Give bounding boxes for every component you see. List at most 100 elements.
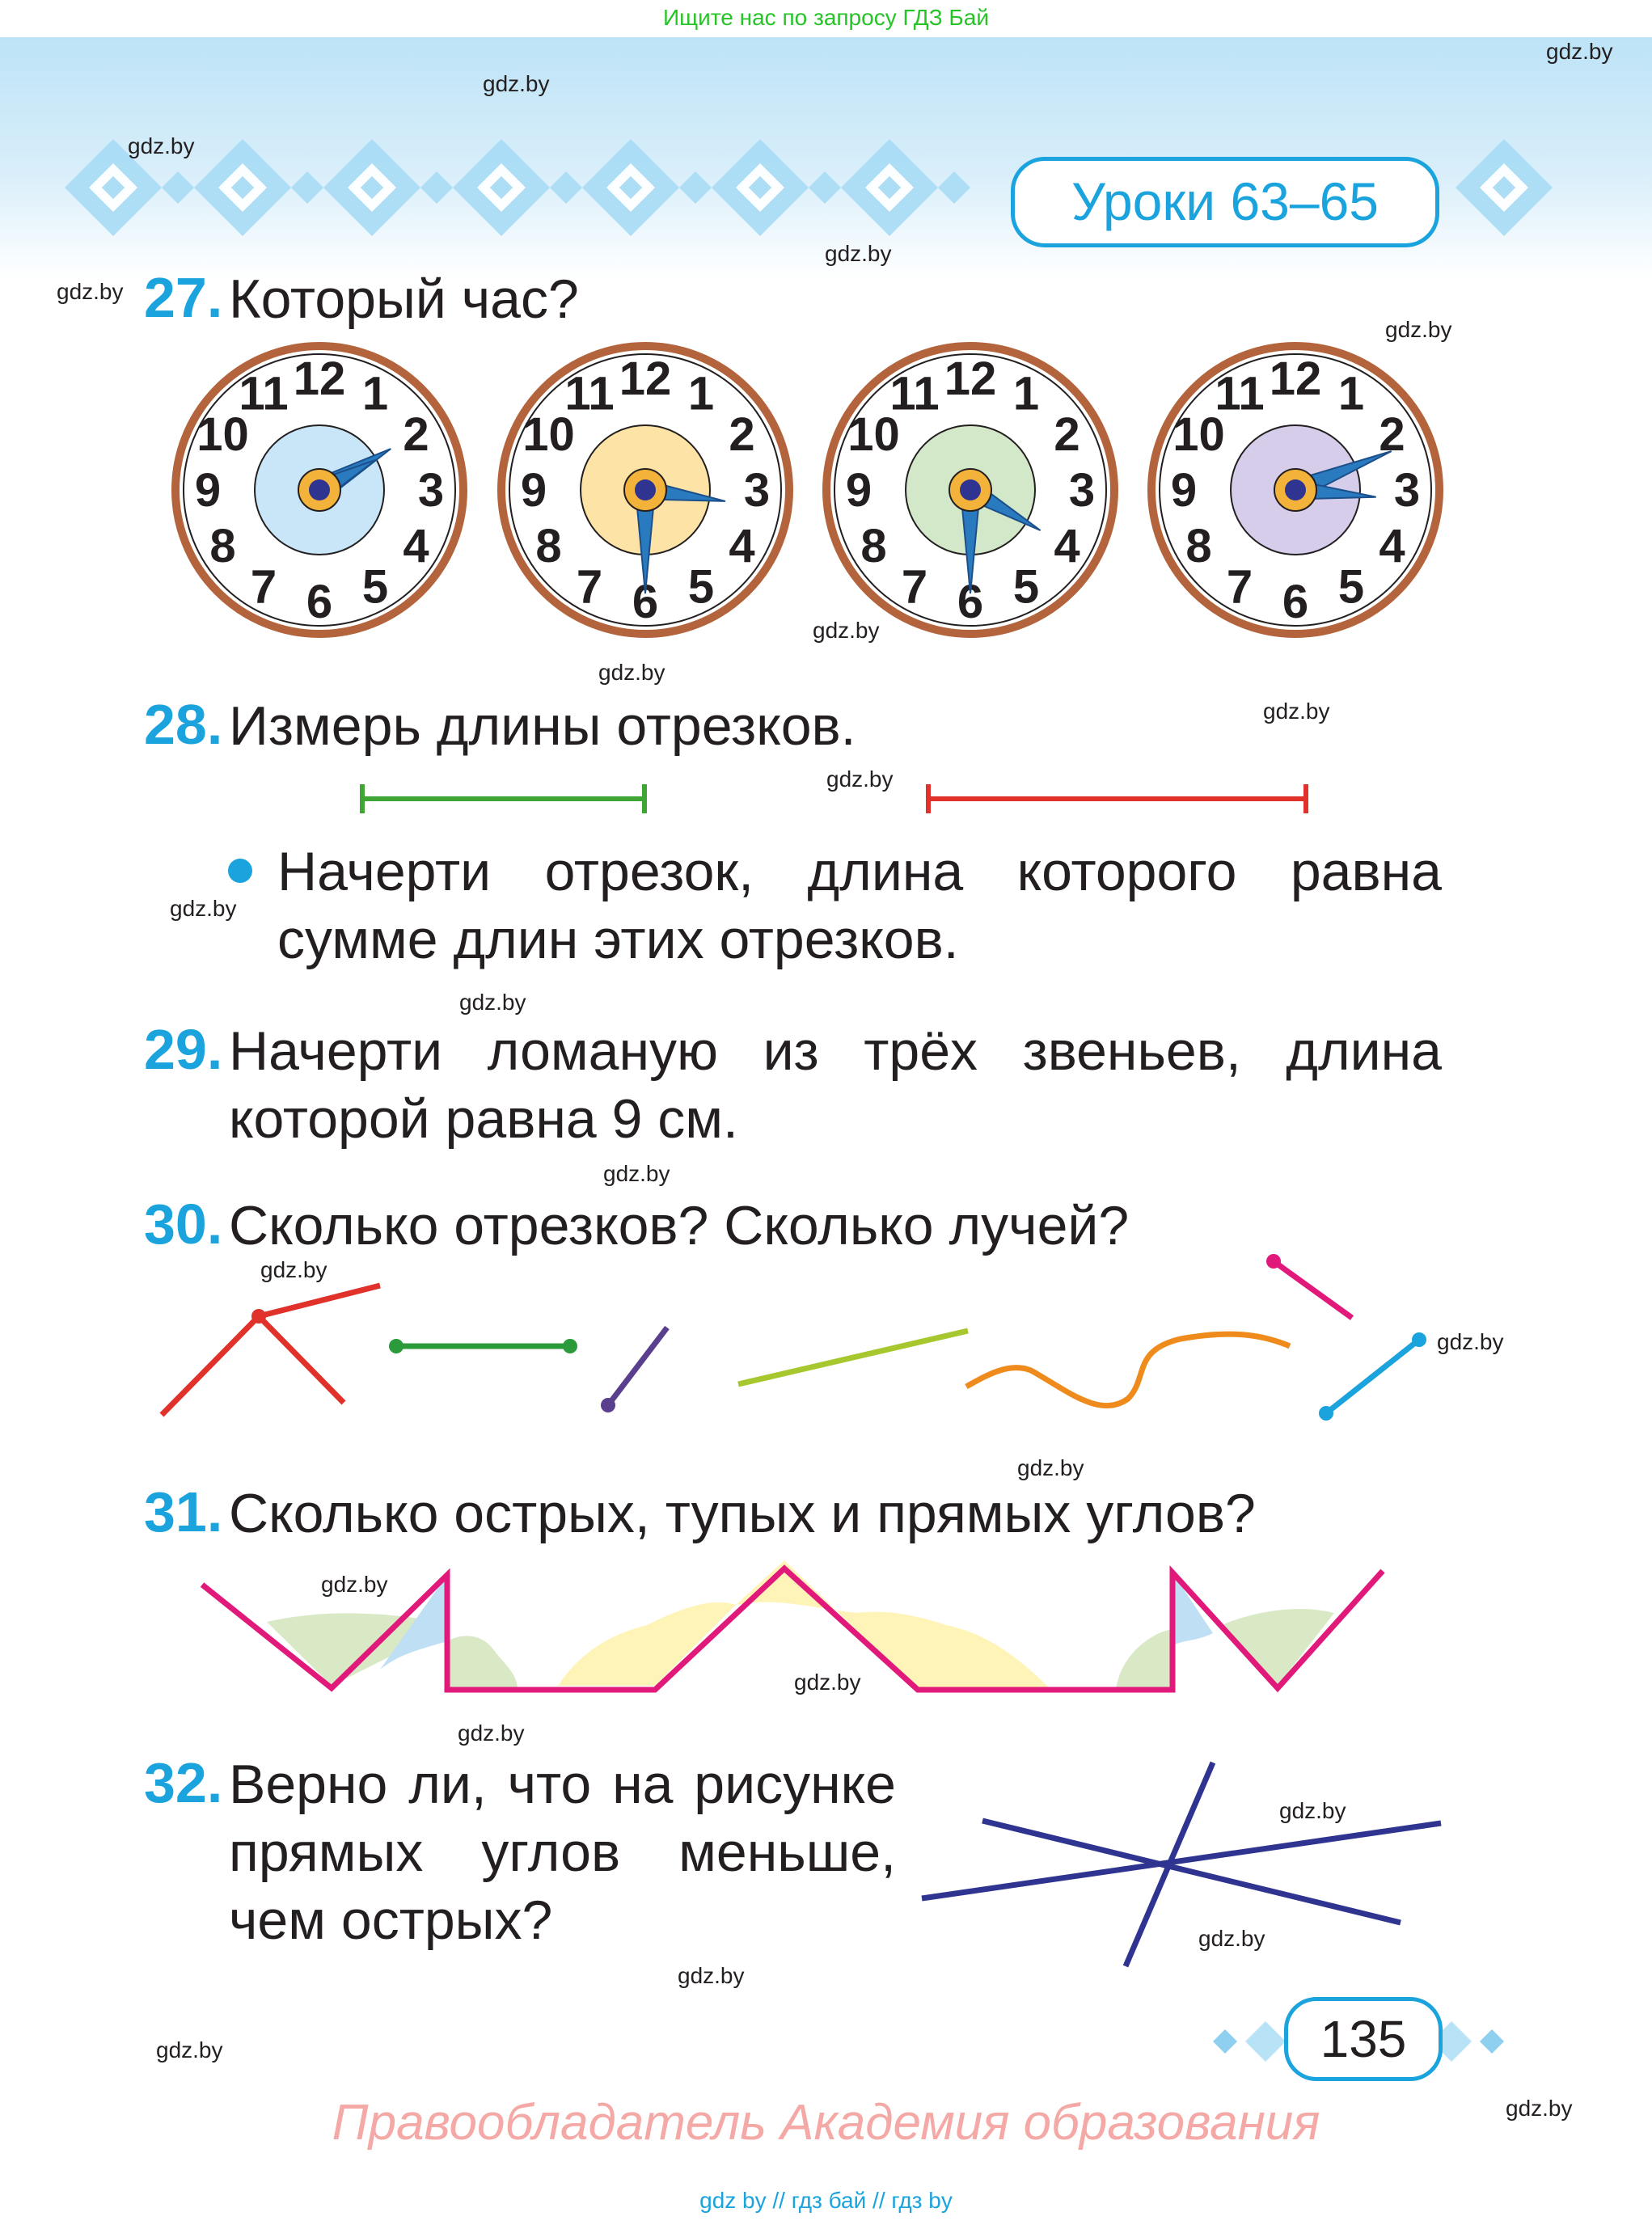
clock-numeral: 5 xyxy=(1013,561,1039,614)
watermark: gdz.by xyxy=(813,618,880,643)
watermark: gdz.by xyxy=(1385,317,1452,342)
blue-point xyxy=(1412,1332,1426,1347)
task-number: 30. xyxy=(144,1193,223,1256)
top-banner[interactable]: Ищите нас по запросу ГДЗ Бай xyxy=(0,0,1652,37)
watermark: gdz.by xyxy=(678,1963,745,1988)
clock-numeral: 5 xyxy=(362,561,388,614)
copyright-notice: Правообладатель Академия образования xyxy=(332,2095,1320,2151)
watermark: gdz.by xyxy=(128,133,195,158)
clock-numeral: 3 xyxy=(1069,464,1095,517)
green-hill xyxy=(447,1636,518,1690)
clock-numeral: 3 xyxy=(1394,464,1420,517)
clock-numeral: 7 xyxy=(902,561,927,614)
footer-links[interactable]: gdz by // гдз бай // гдз by xyxy=(699,2188,953,2213)
task-text: Начерти ломаную из трёх звеньев, длина к… xyxy=(229,1020,1442,1150)
pink-point xyxy=(1266,1254,1281,1269)
ornament-diamond xyxy=(162,171,194,204)
task-text: Верно ли, что на рисунке прямых углов ме… xyxy=(229,1754,896,1951)
watermark: gdz.by xyxy=(603,1161,670,1186)
blue-shade xyxy=(380,1575,447,1670)
page-number: 135 xyxy=(1284,1997,1443,2081)
yellow-green-line xyxy=(737,1328,969,1387)
bullet-dot xyxy=(228,859,252,883)
ornament-diamond xyxy=(420,171,453,204)
clock-numeral: 10 xyxy=(522,408,575,461)
red-point xyxy=(251,1309,266,1324)
watermark: gdz.by xyxy=(794,1670,861,1695)
ornament-diamond xyxy=(938,171,970,204)
watermark: gdz.by xyxy=(1198,1926,1265,1951)
ornament-diamond xyxy=(1245,2021,1286,2062)
ornament-diamond xyxy=(1480,2029,1504,2054)
ornament-diamond xyxy=(291,171,323,204)
clock-numeral: 3 xyxy=(744,464,770,517)
clock-numeral: 8 xyxy=(860,520,886,572)
red-ray xyxy=(159,1314,261,1417)
clock-numeral: 10 xyxy=(196,408,249,461)
navy-line xyxy=(1122,1761,1216,1968)
clock-pin xyxy=(960,479,981,500)
task-number: 31. xyxy=(144,1480,223,1543)
watermark: gdz.by xyxy=(260,1257,327,1282)
clock-numeral: 5 xyxy=(1338,561,1364,614)
red-ray xyxy=(256,1314,346,1405)
watermark: gdz.by xyxy=(156,2037,223,2062)
clock-numeral: 11 xyxy=(239,367,288,420)
ornament-diamond xyxy=(809,171,841,204)
clock-numeral: 9 xyxy=(521,464,547,517)
clock-numeral: 7 xyxy=(1227,561,1253,614)
navy-line xyxy=(982,1818,1401,1926)
clock-numeral: 1 xyxy=(1013,367,1039,420)
watermark: gdz.by xyxy=(170,896,237,921)
task-number: 28. xyxy=(144,693,223,756)
clock-rim-inner xyxy=(834,353,1107,627)
task-number: 32. xyxy=(144,1751,223,1814)
clock-numeral: 2 xyxy=(1379,408,1405,461)
clock-numeral: 11 xyxy=(564,367,614,420)
task-subtext: Начерти отрезок, длина которого равна су… xyxy=(277,841,1442,970)
clock-numeral: 4 xyxy=(1054,520,1080,572)
clock-numeral: 8 xyxy=(1185,520,1211,572)
clock-numeral: 1 xyxy=(1338,367,1364,420)
clock-numeral: 8 xyxy=(535,520,561,572)
watermark: gdz.by xyxy=(1506,2096,1573,2121)
ornament-diamond xyxy=(1213,2029,1237,2054)
ornament-dot xyxy=(619,175,643,200)
clock-numeral: 9 xyxy=(846,464,872,517)
watermark: gdz.by xyxy=(1263,699,1330,724)
clock-pin xyxy=(635,479,656,500)
clock-numeral: 1 xyxy=(688,367,714,420)
pink-ray xyxy=(1271,1259,1354,1320)
watermark: gdz.by xyxy=(1017,1455,1084,1480)
purple-ray xyxy=(606,1325,670,1408)
lesson-title: Уроки 63–65 xyxy=(1011,157,1439,247)
clock-numeral: 8 xyxy=(209,520,235,572)
clock-numeral: 2 xyxy=(1054,408,1080,461)
watermark: gdz.by xyxy=(1437,1329,1504,1354)
clock-numeral: 11 xyxy=(1215,367,1264,420)
green-hill xyxy=(267,1613,420,1686)
blue-shade xyxy=(1172,1573,1213,1645)
clock-numeral: 2 xyxy=(403,408,429,461)
clock-rim-inner xyxy=(183,353,456,627)
ornament-dot xyxy=(489,175,513,200)
watermark: gdz.by xyxy=(826,766,894,792)
watermark: gdz.by xyxy=(1279,1798,1346,1823)
clock-numeral: 7 xyxy=(251,561,277,614)
clock-rim-inner xyxy=(509,353,782,627)
ornament-strip xyxy=(65,139,1553,236)
watermark: gdz.by xyxy=(483,71,550,96)
clock-numeral: 12 xyxy=(944,353,997,405)
ornament-dot xyxy=(877,175,902,200)
orange-curve xyxy=(965,1331,1291,1409)
green-point xyxy=(563,1339,577,1353)
yellow-hill xyxy=(558,1602,736,1686)
clock-numeral: 4 xyxy=(403,520,429,572)
green-hill xyxy=(1116,1629,1172,1690)
watermark: gdz.by xyxy=(321,1572,388,1597)
task-text: Сколько отрезков? Сколько лучей? xyxy=(229,1195,1130,1256)
ornament-diamond xyxy=(550,171,582,204)
